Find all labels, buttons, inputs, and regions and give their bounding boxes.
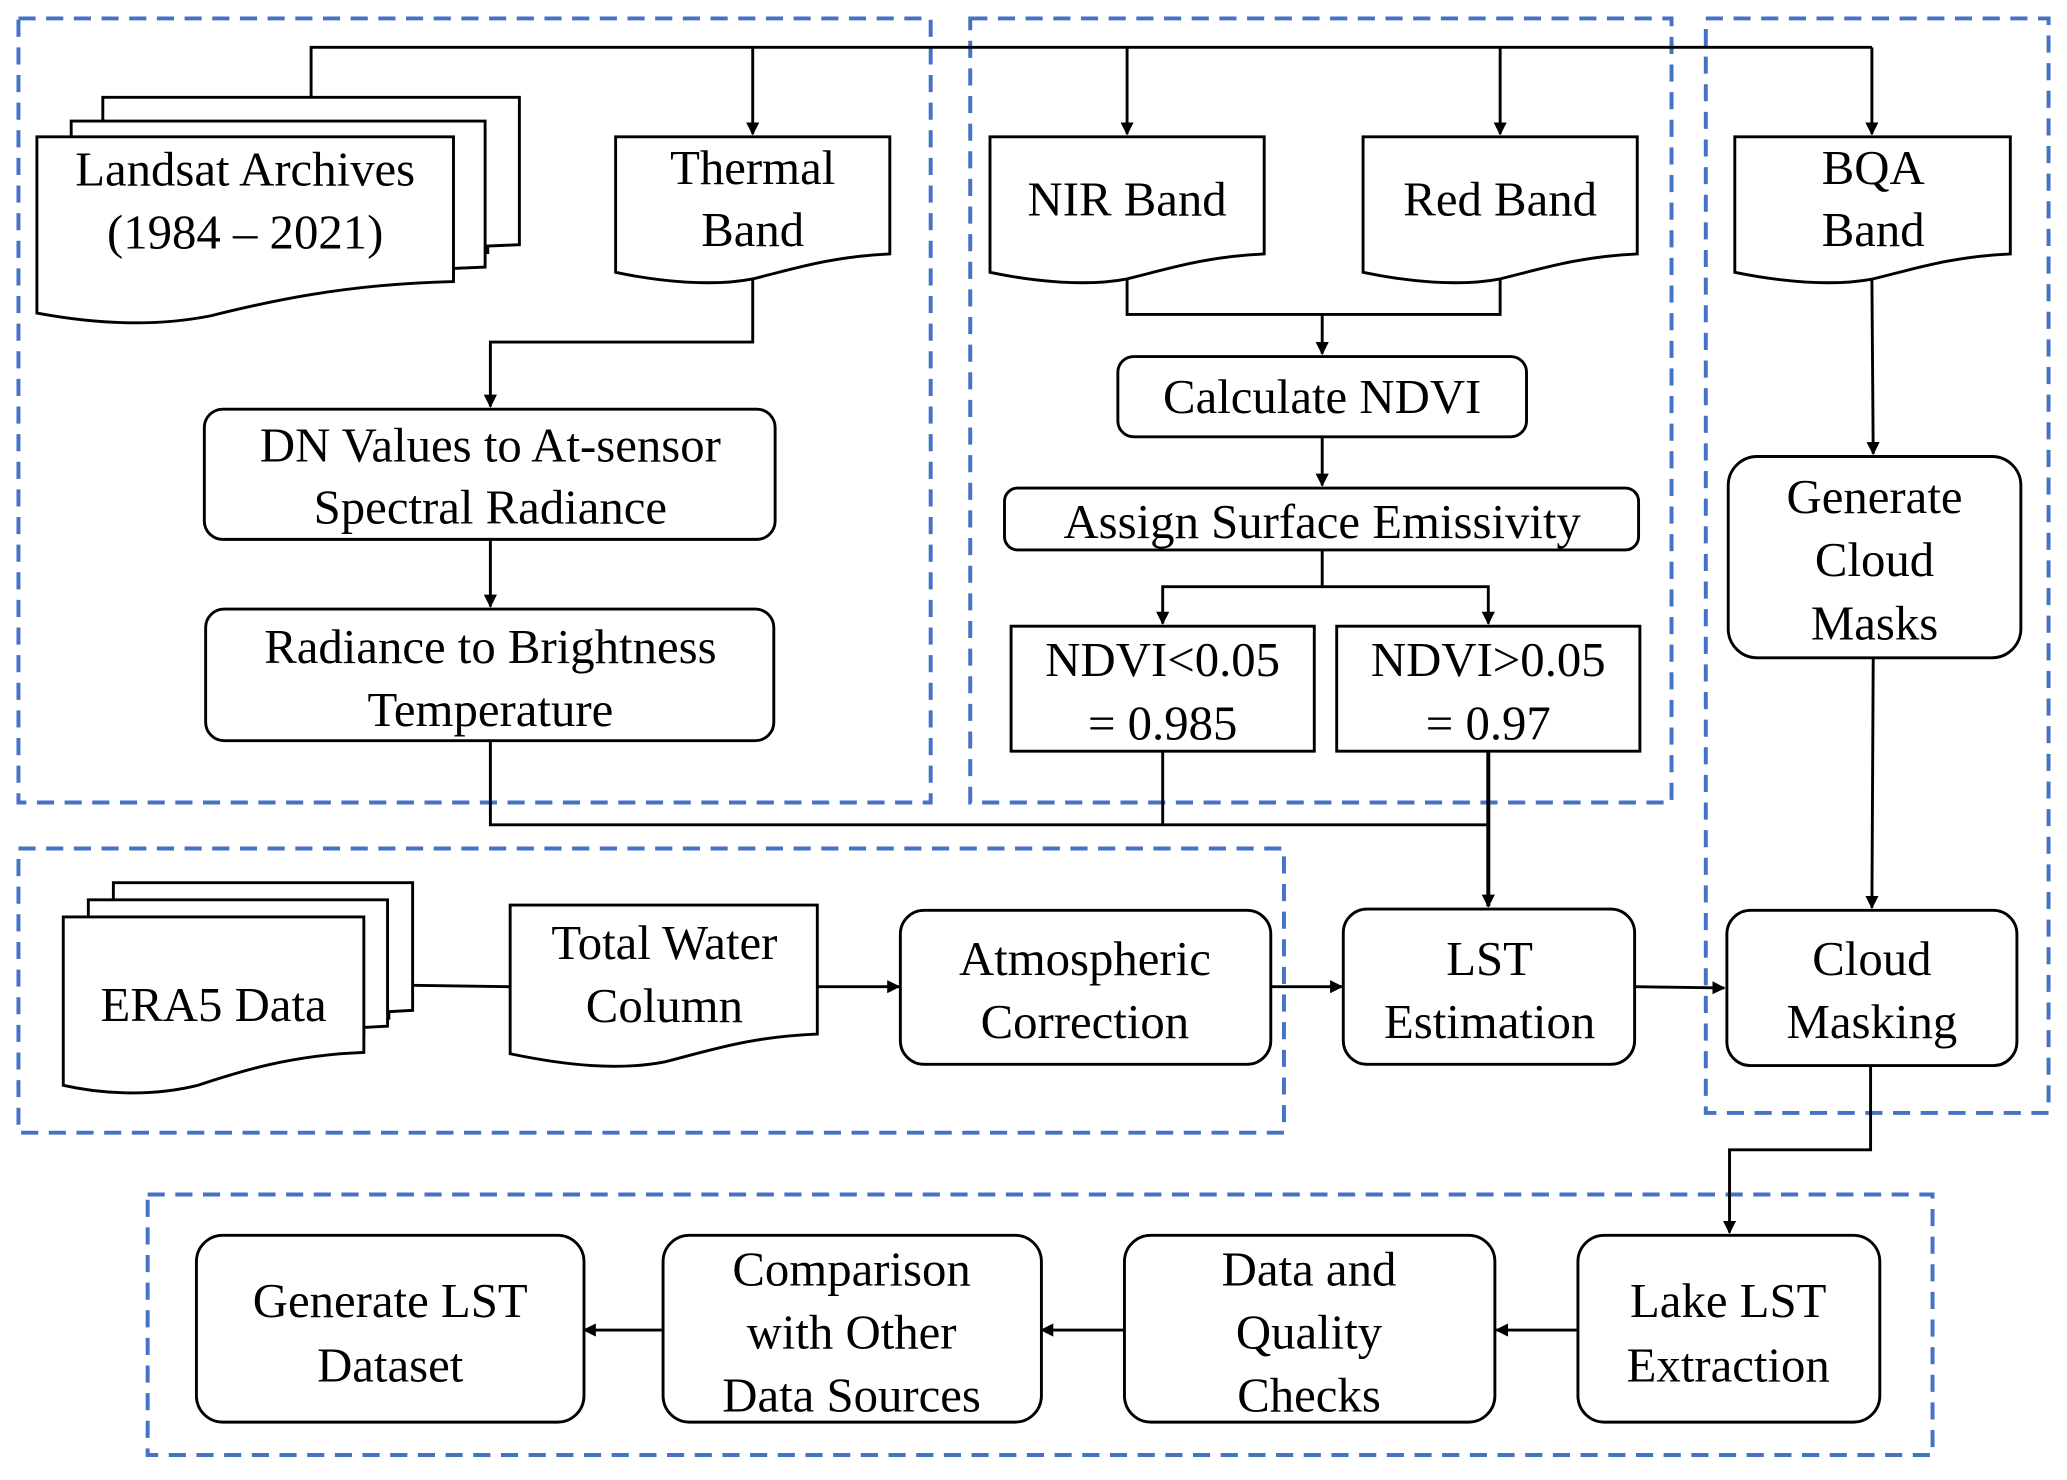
ndvi-low-label-1: NDVI<0.05 bbox=[1045, 633, 1280, 687]
thermal-label-2: Band bbox=[701, 203, 804, 257]
nir-label: NIR Band bbox=[1028, 173, 1227, 227]
radiance-label-1: Radiance to Brightness bbox=[264, 620, 716, 674]
node-calculate-ndvi[interactable]: Calculate NDVI bbox=[1116, 355, 1528, 439]
group-cloud bbox=[1703, 16, 2051, 1115]
node-assign-emissivity[interactable]: Assign Surface Emissivity bbox=[1003, 486, 1641, 552]
radiance-label-2: Temperature bbox=[368, 683, 614, 737]
node-data-quality-checks[interactable]: Data and Quality Checks bbox=[1123, 1233, 1497, 1424]
landsat-label-2: (1984 – 2021) bbox=[107, 206, 383, 260]
landsat-label-1: Landsat Archives bbox=[75, 143, 415, 197]
edge-cloudmask-lake bbox=[1722, 1065, 1873, 1234]
ndvi-label: Calculate NDVI bbox=[1163, 370, 1481, 424]
node-dn-to-radiance[interactable]: DN Values to At-sensor Spectral Radiance bbox=[202, 407, 777, 541]
ndvi-high-label-2: = 0.97 bbox=[1426, 696, 1551, 750]
compare-label-3: Data Sources bbox=[722, 1369, 981, 1423]
cloudmask-label-1: Cloud bbox=[1812, 932, 1931, 986]
dn-label-2: Spectral Radiance bbox=[314, 481, 667, 535]
edge-nir-merge bbox=[1125, 278, 1502, 316]
node-generate-lst-dataset[interactable]: Generate LST Dataset bbox=[194, 1233, 586, 1424]
lst-label-2: Estimation bbox=[1384, 995, 1595, 1049]
checks-label-2: Quality bbox=[1236, 1305, 1383, 1359]
edge-emissivity-split bbox=[1156, 549, 1324, 625]
atmos-label-1: Atmospheric bbox=[959, 932, 1211, 986]
compare-label-2: with Other bbox=[747, 1305, 957, 1359]
node-atmospheric-correction[interactable]: Atmospheric Correction bbox=[898, 908, 1273, 1066]
cloudgen-label-3: Masks bbox=[1811, 596, 1938, 650]
node-lake-lst-extraction[interactable]: Lake LST Extraction bbox=[1576, 1233, 1882, 1424]
cloudgen-label-2: Cloud bbox=[1815, 533, 1934, 587]
group-thermal-processing bbox=[16, 16, 933, 805]
node-era5-data[interactable]: ERA5 Data bbox=[61, 881, 415, 1095]
lake-label-2: Extraction bbox=[1627, 1338, 1830, 1392]
compare-label-1: Comparison bbox=[732, 1242, 970, 1296]
red-label: Red Band bbox=[1403, 173, 1597, 227]
edge-landsat-bus bbox=[309, 45, 1872, 98]
atmos-label-2: Correction bbox=[981, 995, 1190, 1049]
bqa-label-1: BQA bbox=[1822, 141, 1925, 195]
group-emissivity bbox=[968, 16, 1674, 805]
node-ndvi-high[interactable]: NDVI>0.05 = 0.97 bbox=[1335, 624, 1642, 753]
node-bqa-band[interactable]: BQA Band bbox=[1733, 135, 2012, 285]
edge-era5-water bbox=[412, 983, 511, 989]
connectors bbox=[309, 45, 1880, 1337]
generate-label-1: Generate LST bbox=[253, 1274, 528, 1328]
node-lst-estimation[interactable]: LST Estimation bbox=[1341, 907, 1637, 1066]
edge-emissivity-high bbox=[1322, 585, 1495, 625]
node-thermal-band[interactable]: Thermal Band bbox=[614, 135, 892, 285]
lake-label-1: Lake LST bbox=[1630, 1274, 1826, 1328]
dn-label-1: DN Values to At-sensor bbox=[260, 419, 721, 473]
lst-label-1: LST bbox=[1446, 932, 1533, 986]
edge-cloudgen-cloudmask bbox=[1865, 657, 1879, 910]
group-output bbox=[145, 1192, 1935, 1457]
edge-lst-cloudmask bbox=[1634, 981, 1726, 995]
node-radiance-to-brightness[interactable]: Radiance to Brightness Temperature bbox=[204, 607, 776, 743]
cloudmask-label-2: Masking bbox=[1787, 995, 1958, 1049]
ndvi-low-label-2: = 0.985 bbox=[1088, 696, 1237, 750]
bqa-label-2: Band bbox=[1822, 203, 1925, 257]
node-red-band[interactable]: Red Band bbox=[1361, 135, 1639, 285]
node-nir-band[interactable]: NIR Band bbox=[988, 135, 1266, 285]
node-comparison-other-sources[interactable]: Comparison with Other Data Sources bbox=[661, 1233, 1043, 1424]
era5-label: ERA5 Data bbox=[100, 978, 326, 1032]
water-label-1: Total Water bbox=[551, 916, 777, 970]
emissivity-label: Assign Surface Emissivity bbox=[1063, 495, 1581, 549]
checks-label-3: Checks bbox=[1237, 1369, 1381, 1423]
node-cloud-masking[interactable]: Cloud Masking bbox=[1725, 908, 2019, 1068]
ndvi-high-label-1: NDVI>0.05 bbox=[1371, 633, 1606, 687]
edge-bqa-cloudgen bbox=[1866, 278, 1880, 456]
node-total-water-column[interactable]: Total Water Column bbox=[508, 903, 819, 1068]
node-generate-cloud-masks[interactable]: Generate Cloud Masks bbox=[1726, 455, 2023, 660]
cloudgen-label-1: Generate bbox=[1787, 470, 1963, 524]
water-label-2: Column bbox=[586, 979, 743, 1033]
thermal-label-1: Thermal bbox=[670, 141, 835, 195]
node-ndvi-low[interactable]: NDVI<0.05 = 0.985 bbox=[1009, 624, 1316, 753]
edge-thermal-dn bbox=[483, 278, 755, 408]
edge-radiance-merge bbox=[488, 740, 1489, 827]
node-landsat-archives[interactable]: Landsat Archives (1984 – 2021) bbox=[35, 95, 521, 325]
generate-label-2: Dataset bbox=[317, 1338, 464, 1392]
checks-label-1: Data and bbox=[1222, 1242, 1397, 1296]
